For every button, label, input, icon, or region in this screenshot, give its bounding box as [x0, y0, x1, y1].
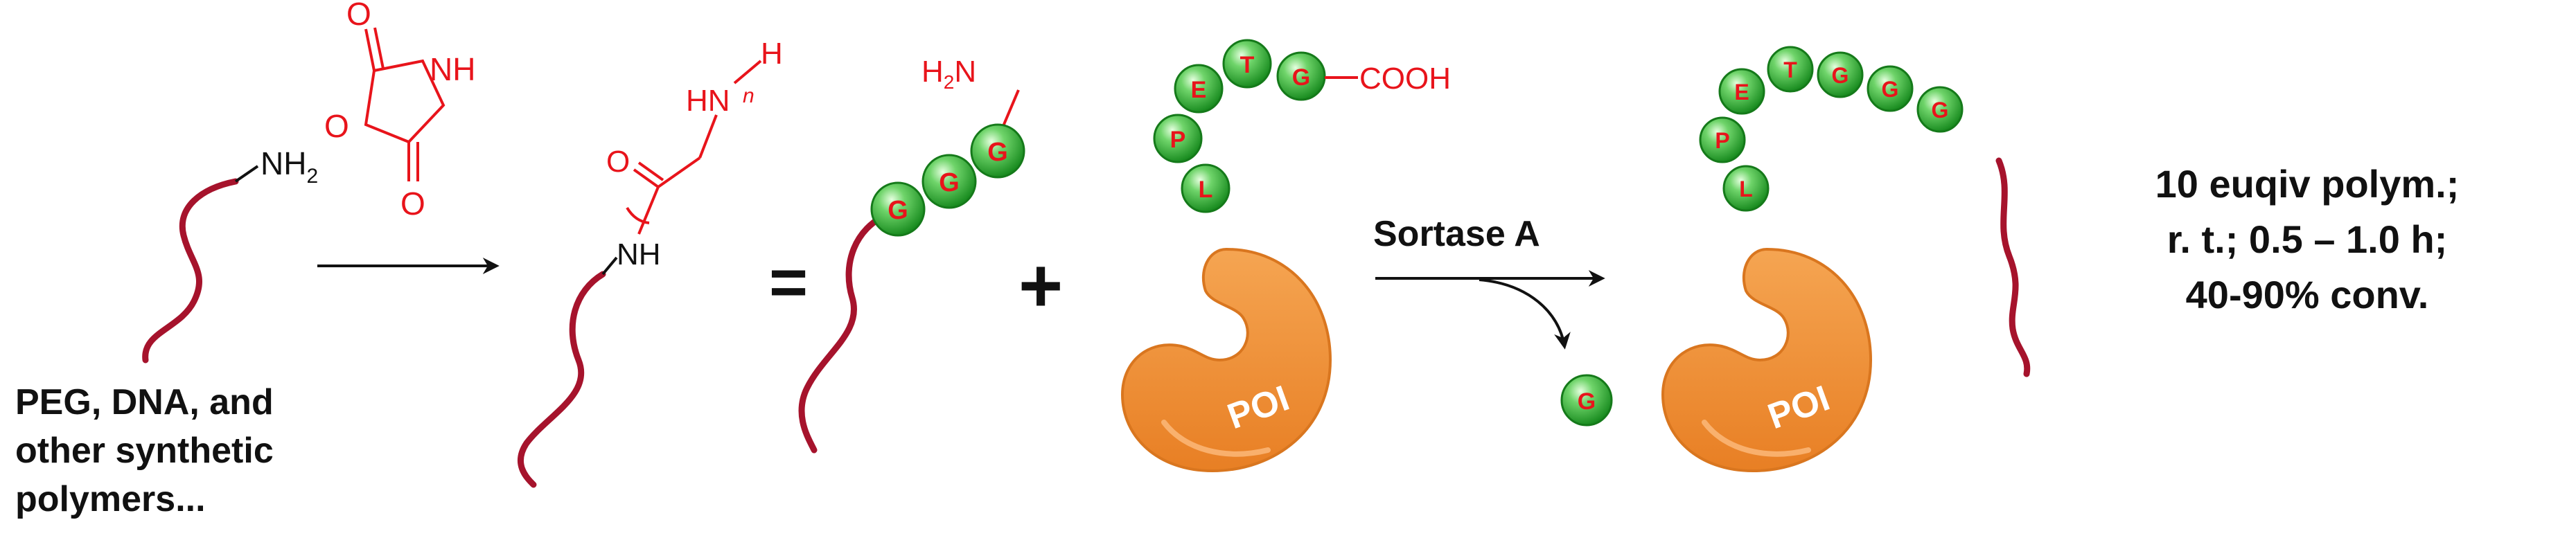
gly-bead	[921, 154, 977, 209]
lpetg-beads: L P E T G	[1153, 39, 1326, 213]
gly-bead	[870, 181, 926, 237]
product-residue: G	[1882, 77, 1899, 102]
polymer-chain-4	[1995, 157, 2031, 377]
reaction-conditions: 10 euqiv polym.; r. t.; 0.5 – 1.0 h; 40-…	[2155, 162, 2460, 316]
h2n-label: H2N	[921, 55, 976, 93]
poi-shape-2	[1663, 249, 1871, 471]
product-residue: L	[1739, 177, 1753, 201]
motif-residue: P	[1170, 127, 1186, 153]
motif-residue: T	[1240, 52, 1255, 78]
substrate-protein: POI L P E T G COOH	[1122, 39, 1451, 471]
polymer-chain-2	[517, 271, 606, 488]
cooh-label: COOH	[1359, 62, 1451, 96]
reagent-o-top: O	[346, 0, 371, 32]
conditions-line-1: 10 euqiv polym.;	[2155, 162, 2460, 206]
product-residue: P	[1715, 128, 1729, 153]
polymer-chain-1	[142, 178, 239, 364]
conditions-line-2: r. t.; 0.5 – 1.0 h;	[2167, 217, 2448, 261]
product-conjugate: POI L P E T G G G	[1663, 46, 2031, 471]
product-1: NH O HN H n	[517, 37, 783, 488]
conditions-line-3: 40-90% conv.	[2186, 273, 2429, 316]
product-residue: G	[1832, 63, 1849, 88]
product1-hn: HN	[686, 84, 730, 118]
reagent-o-ring: O	[324, 108, 349, 144]
reagent-nh: NH	[430, 51, 475, 87]
product1-n: n	[743, 84, 755, 107]
polymer-label-line-3: polymers...	[15, 479, 206, 519]
product-residue: E	[1734, 80, 1749, 105]
product1-nh: NH	[617, 237, 661, 271]
equals-sign: =	[769, 245, 808, 319]
motif-residue: L	[1199, 177, 1213, 203]
svg-text:G: G	[888, 196, 908, 225]
motif-residue: G	[1292, 64, 1310, 91]
svg-text:G: G	[987, 138, 1008, 167]
product1-h: H	[761, 37, 783, 71]
released-gly-bead	[1560, 374, 1613, 427]
byproduct-arrow	[1479, 278, 1571, 350]
polymer-label: PEG, DNA, and other synthetic polymers..…	[15, 382, 274, 519]
reagent-o-bottom: O	[400, 186, 425, 222]
product-residue: G	[1932, 98, 1949, 123]
polymer-label-line-2: other synthetic	[15, 431, 274, 471]
gly-bead	[970, 123, 1025, 179]
plus-sign: +	[1018, 243, 1063, 328]
motif-residue: E	[1191, 77, 1207, 103]
polymer-label-line-1: PEG, DNA, and	[15, 382, 274, 422]
product-beads: L P E T G G G	[1699, 46, 1964, 212]
nh2-label: NH2	[261, 145, 318, 188]
product-residue: T	[1783, 57, 1797, 82]
product1-o: O	[606, 145, 630, 179]
enzyme-label: Sortase A	[1373, 214, 1540, 254]
ggg-polymer: H2N G G G	[798, 55, 1025, 454]
svg-text:G: G	[939, 168, 960, 197]
ggg-beads: G G G	[870, 123, 1025, 237]
poi-shape-1	[1122, 249, 1330, 471]
polymer-chain-3	[798, 211, 890, 454]
starting-polymer: NH2	[142, 145, 318, 364]
reagent-structure	[364, 27, 445, 181]
released-gly-label: G	[1578, 388, 1596, 415]
